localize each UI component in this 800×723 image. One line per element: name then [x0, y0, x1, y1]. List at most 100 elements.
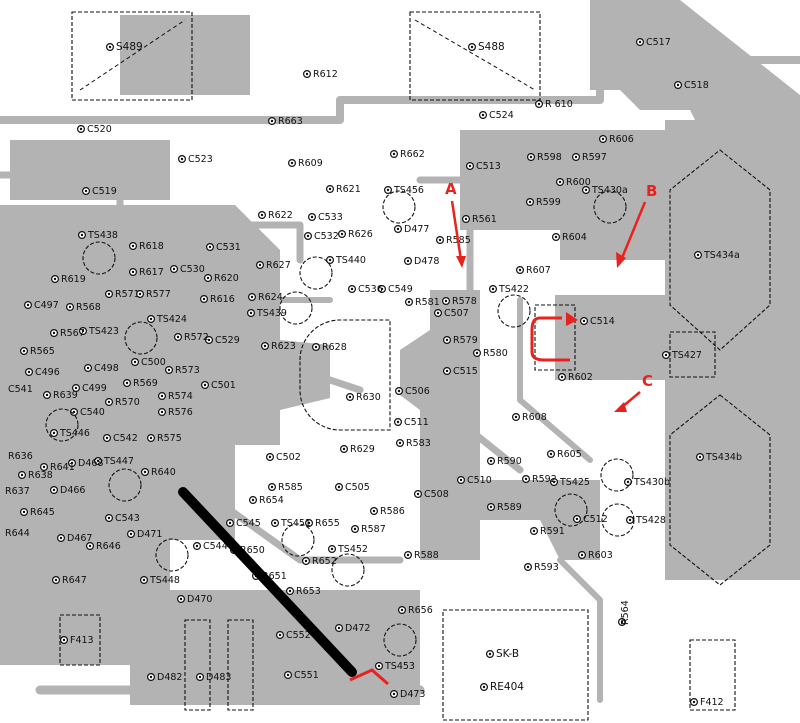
label-r609: R609 — [298, 158, 323, 169]
label-ts424: TS424 — [156, 314, 187, 325]
switch-s489-diagonal — [79, 19, 186, 91]
label-r597: R597 — [582, 152, 607, 163]
label-r575: R575 — [157, 433, 182, 444]
label-ts430a: TS430a — [591, 185, 628, 196]
solder-pad-hole — [445, 369, 449, 373]
label-r641: R641 — [50, 462, 75, 473]
trace-lower — [0, 456, 404, 564]
ts427-outline — [669, 331, 716, 378]
solder-pad-hole — [80, 233, 84, 237]
solder-pad-hole — [206, 276, 210, 280]
label-r626: R626 — [348, 229, 373, 240]
solder-pad-hole — [489, 505, 493, 509]
solder-pad-hole — [558, 180, 562, 184]
marker-b-label: B — [646, 182, 657, 200]
solder-pad-hole — [306, 234, 310, 238]
label-r599: R599 — [536, 197, 561, 208]
r630-outline — [299, 319, 391, 431]
loop-annotation-arrow — [530, 316, 570, 362]
solder-pad-hole — [580, 553, 584, 557]
solder-pad-hole — [397, 389, 401, 393]
label-ts451: TS451 — [280, 518, 311, 529]
solder-pad-hole — [129, 532, 133, 536]
r582-outline — [534, 304, 576, 371]
solder-pad-hole — [532, 529, 536, 533]
label-r590: R590 — [497, 456, 522, 467]
solder-pad-hole — [696, 253, 700, 257]
solder-pad-hole — [202, 297, 206, 301]
label-c506: C506 — [405, 386, 430, 397]
solder-pad-hole — [86, 366, 90, 370]
solder-pad-hole — [84, 189, 88, 193]
solder-pad-hole — [270, 485, 274, 489]
solder-pad-hole — [107, 292, 111, 296]
switch-s488-diagonal — [414, 19, 536, 91]
ts456-footprint — [382, 190, 416, 224]
solder-pad-hole — [398, 441, 402, 445]
label-d482: D482 — [157, 672, 182, 683]
solder-pad-hole — [396, 420, 400, 424]
solder-pad-hole — [692, 700, 696, 704]
red-squiggle-annotation — [349, 668, 389, 686]
trace-bottom-right — [557, 557, 603, 703]
solder-pad-hole — [62, 638, 66, 642]
solder-pad-hole — [549, 452, 553, 456]
label-c511: C511 — [404, 417, 429, 428]
label-r618: R618 — [139, 241, 164, 252]
label-c524: C524 — [489, 110, 514, 121]
solder-pad-hole — [133, 360, 137, 364]
solder-pad-hole — [529, 155, 533, 159]
solder-pad-hole — [445, 338, 449, 342]
label-d467: D467 — [67, 533, 92, 544]
label-ts428: TS428 — [635, 515, 666, 526]
label-r662: R662 — [400, 149, 425, 160]
label-c508: C508 — [424, 489, 449, 500]
solder-pad-hole — [42, 465, 46, 469]
solder-pad-hole — [149, 675, 153, 679]
ts451-footprint — [281, 523, 315, 557]
label-d470: D470 — [187, 594, 212, 605]
solder-pad-hole — [79, 127, 83, 131]
label-r647: R647 — [62, 575, 87, 586]
solder-pad-hole — [436, 311, 440, 315]
label-r592: R592 — [532, 474, 557, 485]
solder-pad-hole — [270, 119, 274, 123]
solder-pad-hole — [468, 164, 472, 168]
solder-pad-hole — [288, 589, 292, 593]
solder-pad-hole — [203, 383, 207, 387]
label-ts453: TS453 — [384, 661, 415, 672]
label-c517: C517 — [646, 37, 671, 48]
solder-pad-hole — [584, 188, 588, 192]
solder-pad-hole — [353, 527, 357, 531]
ts438-footprint — [82, 241, 116, 275]
trace-right-middle — [517, 297, 593, 463]
solder-pad-hole — [518, 268, 522, 272]
solder-pad-hole — [286, 673, 290, 677]
label-r636: R636 — [8, 451, 33, 462]
label-c523: C523 — [188, 154, 213, 165]
solder-pad-hole — [574, 155, 578, 159]
label-c507: C507 — [444, 308, 469, 319]
solder-pad-hole — [263, 344, 267, 348]
label-r569: R569 — [133, 378, 158, 389]
ts422-footprint — [497, 294, 531, 328]
switch-s489-outline — [71, 11, 193, 101]
label-r571: R571 — [115, 289, 140, 300]
label-c498: C498 — [94, 363, 119, 374]
solder-pad-hole — [27, 370, 31, 374]
solder-pad-hole — [142, 578, 146, 582]
label-r577: R577 — [146, 289, 171, 300]
copper-pour-top-corner — [590, 0, 800, 130]
solder-pad-hole — [22, 349, 26, 353]
label-r602: R602 — [568, 372, 593, 383]
label-r619: R619 — [61, 274, 86, 285]
solder-pad-hole — [88, 544, 92, 548]
label-r651: R651 — [262, 571, 287, 582]
label-c531: C531 — [216, 242, 241, 253]
label-ts425: TS425 — [559, 477, 590, 488]
label-r593: R593 — [534, 562, 559, 573]
solder-pad-hole — [290, 161, 294, 165]
label-r617: R617 — [139, 267, 164, 278]
label-ts438: TS438 — [87, 230, 118, 241]
